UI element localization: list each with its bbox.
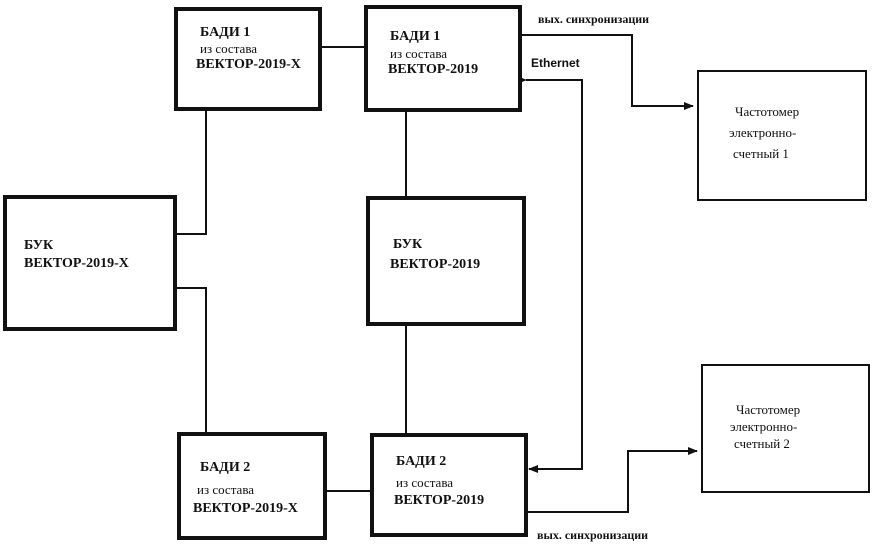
block-frequency-counter-1: Частотомер электронно- счетный 1	[697, 70, 867, 201]
block-subtitle: из состава	[390, 46, 448, 61]
sync-link-top	[522, 34, 694, 110]
sync-link-bottom	[528, 447, 698, 513]
block-title: Частотомер	[735, 104, 800, 119]
block-frequency-counter-2: Частотомер электронно- счетный 2	[701, 364, 870, 493]
block-title: БУК	[393, 237, 423, 252]
block-title: БАДИ 1	[200, 25, 251, 40]
sync-output-label-top: вых. синхронизации	[538, 12, 650, 26]
block-system: ВЕКТОР-2019-Х	[193, 501, 298, 516]
block-system: ВЕКТОР-2019	[388, 62, 479, 77]
block-title: БАДИ 2	[396, 454, 447, 469]
block-title: БАДИ 2	[200, 460, 251, 475]
block-subtitle: электронно-	[729, 125, 797, 140]
block-title: БАДИ 1	[390, 29, 441, 44]
block-buk-vector2019x: БУК ВЕКТОР-2019-Х	[3, 195, 177, 331]
ethernet-link	[517, 76, 583, 473]
block-badi2-vector2019x: БАДИ 2 из состава ВЕКТОР-2019-Х	[177, 432, 327, 540]
block-system: ВЕКТОР-2019	[390, 257, 481, 272]
block-title: БУК	[24, 238, 54, 253]
link-bukx-badi2x	[177, 287, 207, 432]
block-system: ВЕКТОР-2019	[394, 493, 485, 508]
link-badi1x-bukx	[177, 110, 207, 235]
block-system: счетный 2	[734, 436, 790, 451]
block-subtitle: из состава	[396, 475, 454, 490]
block-system: ВЕКТОР-2019-Х	[196, 57, 301, 72]
block-buk-vector2019: БУК ВЕКТОР-2019	[366, 196, 526, 326]
block-subtitle: из состава	[200, 41, 258, 56]
block-badi1-vector2019x: БАДИ 1 из состава ВЕКТОР-2019-Х	[174, 7, 322, 111]
block-system: счетный 1	[733, 146, 789, 161]
block-badi1-vector2019: БАДИ 1 из состава ВЕКТОР-2019	[364, 5, 522, 112]
block-subtitle: электронно-	[730, 419, 798, 434]
block-subtitle: из состава	[197, 482, 255, 497]
ethernet-label: Ethernet	[531, 56, 580, 70]
block-title: Частотомер	[736, 402, 801, 417]
sync-output-label-bottom: вых. синхронизации	[537, 528, 649, 542]
block-system: ВЕКТОР-2019-Х	[24, 256, 129, 271]
block-badi2-vector2019: БАДИ 2 из состава ВЕКТОР-2019	[370, 433, 528, 537]
